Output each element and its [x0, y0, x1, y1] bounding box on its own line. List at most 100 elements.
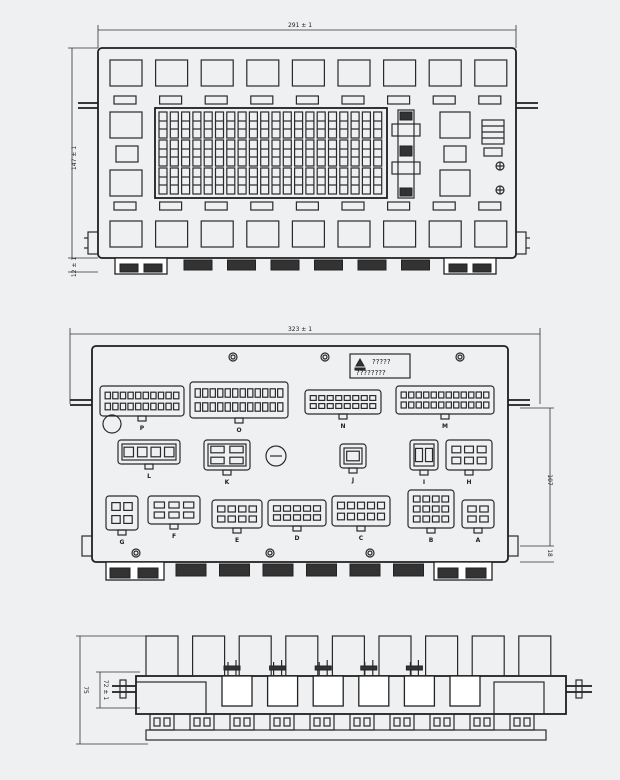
pin	[227, 505, 237, 513]
relay-profile	[471, 635, 505, 677]
small-slot	[478, 95, 502, 105]
side-connector-pin	[448, 263, 468, 273]
pin	[431, 495, 440, 503]
pin	[415, 391, 422, 399]
pin	[302, 514, 312, 521]
pin	[366, 501, 376, 510]
bottom-tab	[270, 259, 300, 271]
relay-profile	[285, 635, 319, 677]
pin	[194, 388, 201, 398]
latch	[473, 527, 483, 534]
side-connector-pin	[137, 567, 159, 579]
latch	[426, 527, 436, 534]
connector-label: C	[359, 535, 364, 542]
pin	[451, 456, 462, 465]
pin	[165, 391, 172, 400]
small-slot	[341, 95, 365, 105]
pin	[468, 391, 475, 399]
pin	[127, 391, 134, 400]
pin	[479, 505, 489, 513]
connector-label: I	[423, 479, 425, 486]
fuse	[158, 111, 168, 139]
small-slot	[387, 201, 411, 211]
side-connector-pin	[437, 567, 459, 579]
pin	[172, 402, 180, 411]
relay-slot	[337, 59, 371, 87]
connector-O: O	[189, 381, 289, 434]
pin	[400, 401, 407, 409]
fuse	[203, 167, 213, 195]
pin	[318, 403, 326, 410]
pin	[415, 401, 422, 409]
bottom-total-dimension: 75	[82, 686, 89, 694]
pin	[134, 402, 142, 411]
pin	[376, 501, 386, 510]
relay-profile	[331, 635, 365, 677]
pin	[227, 515, 237, 523]
pin	[111, 502, 121, 512]
pin	[302, 505, 312, 512]
middle-width-dimension: 323 ± 1	[288, 326, 312, 333]
pin	[119, 391, 127, 400]
pin	[237, 515, 247, 523]
connector-housing	[461, 499, 495, 529]
fuse	[158, 139, 168, 167]
pin	[318, 395, 326, 402]
pin	[431, 505, 440, 513]
bottom-tab	[183, 259, 213, 271]
top-view: 291 ± 1 147 ± 1 12 ± 1	[68, 22, 538, 277]
pin	[282, 505, 292, 512]
lower-pin	[273, 717, 281, 727]
pin	[431, 515, 440, 523]
bottom-tab	[227, 259, 256, 271]
latch	[348, 467, 358, 474]
terminal-cap	[223, 665, 241, 671]
lower-pin	[243, 717, 251, 727]
pin	[479, 515, 489, 523]
connector-label: J	[351, 477, 354, 484]
pin	[476, 456, 487, 465]
pin	[475, 401, 482, 409]
fuse-array	[158, 111, 383, 195]
pin	[369, 395, 377, 402]
pin	[272, 505, 282, 512]
relay-base	[358, 675, 390, 707]
lower-pin	[323, 717, 331, 727]
relay-profile	[145, 635, 179, 677]
pin	[312, 514, 322, 521]
side-lower-connectors	[145, 713, 547, 741]
pin	[292, 505, 302, 512]
connector-housing	[331, 495, 391, 527]
pin	[112, 402, 119, 411]
pin	[453, 401, 460, 409]
small-slot	[204, 95, 228, 105]
pin	[343, 403, 351, 410]
pin	[134, 391, 142, 400]
fuse	[361, 111, 371, 139]
lower-pin	[193, 717, 201, 727]
fuse	[169, 167, 179, 195]
relay-base	[266, 675, 299, 707]
fuse	[316, 167, 326, 195]
relay-slot	[200, 59, 234, 87]
fuse	[271, 111, 281, 139]
connector-B: B	[407, 489, 455, 544]
pin	[247, 402, 254, 412]
lower-pin	[443, 717, 451, 727]
relay-slot	[109, 220, 143, 248]
relay-slot	[383, 220, 417, 248]
fuse	[294, 167, 304, 195]
warning-icon	[354, 357, 366, 371]
pin	[254, 402, 261, 412]
pin	[445, 391, 452, 399]
fuse	[316, 139, 326, 167]
relay-slot	[428, 220, 462, 248]
pin	[309, 403, 317, 410]
connector-F: F	[147, 495, 201, 540]
connector-N: N	[304, 389, 382, 430]
connector-G: G	[105, 495, 139, 546]
warning-label	[349, 353, 411, 379]
bottom-view: 75 72 ± 1	[76, 635, 592, 745]
